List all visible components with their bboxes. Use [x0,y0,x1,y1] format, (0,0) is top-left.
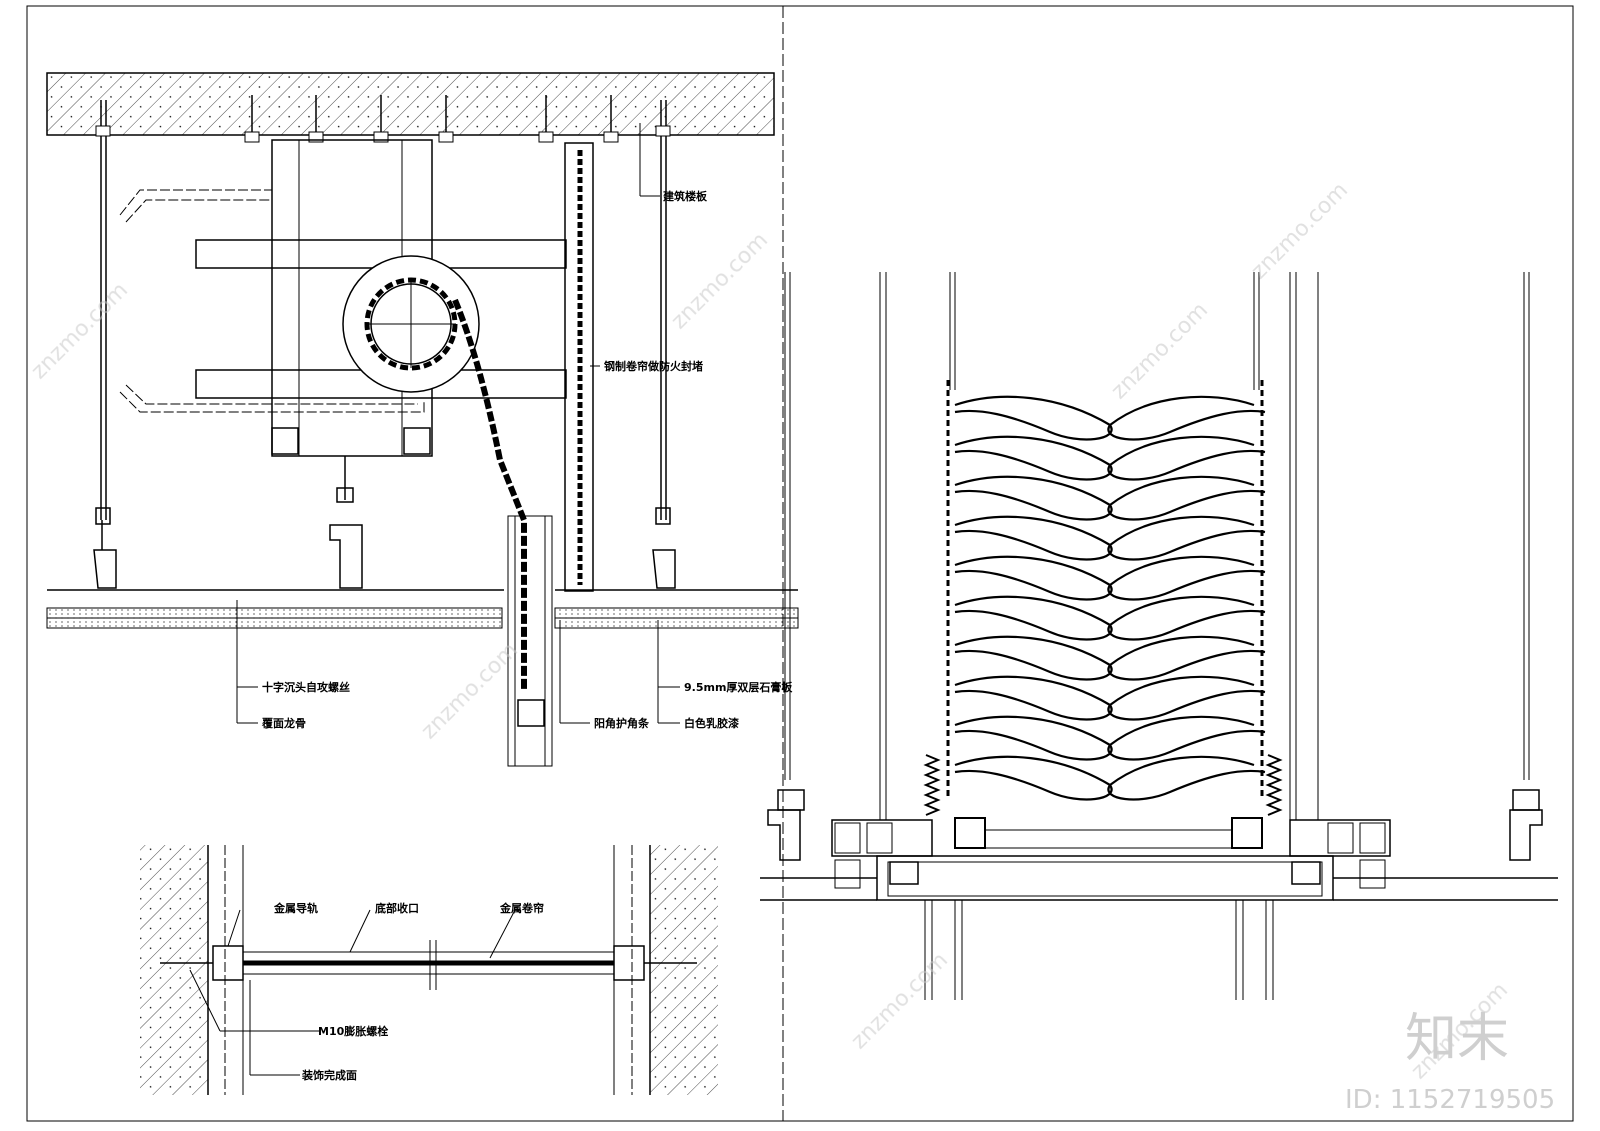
hanger-bracket [329,524,363,589]
label-shutter-fire-seal: 钢制卷帘做防火封堵 [604,359,703,373]
floor-slab [46,72,775,136]
label-latex-paint: 白色乳胶漆 [684,716,739,730]
top-section-drawing: 建筑楼板 钢制卷帘做防火封堵 十字沉头自攻螺丝 覆面龙骨 9.5mm厚双层石膏板… [46,72,799,767]
watermark-site-2: znzmo.com [667,228,773,334]
drawing-frame [26,5,1574,1122]
watermark-site-7: znzmo.com [847,948,953,1054]
guide-plate [564,142,594,592]
watermark-site-1: znzmo.com [27,278,133,384]
wall-left [140,845,208,1095]
shutter-pocket [507,515,553,767]
spring-left [923,754,941,816]
label-bottom-trim: 底部收口 [375,901,419,915]
label-floor-slab: 建筑楼板 [663,189,708,203]
label-anchor-bolt: M10膨胀螺栓 [318,1024,388,1038]
shutter-curtain [452,298,527,690]
bottom-plan-drawing: 金属导轨 底部收口 金属卷帘 M10膨胀螺栓 装饰完成面 [140,845,718,1095]
watermark-id: ID: 1152719505 [1345,1085,1555,1115]
label-gypsum-board: 9.5mm厚双层石膏板 [684,680,793,694]
bottom-bar [876,855,1334,901]
label-metal-rail: 金属导轨 [273,901,318,915]
anchor-bolts [100,95,667,520]
metal-rail-right [613,945,645,981]
leader-lines [236,123,680,724]
spring-right [1265,754,1283,816]
metal-rail-left [212,945,244,981]
watermark-logo: 知末 [1405,1009,1509,1069]
watermark-site-5: znzmo.com [417,638,523,744]
watermark-site-4: znzmo.com [1247,178,1353,284]
shutter-slats [954,395,1266,801]
label-finish-surface: 装饰完成面 [301,1068,357,1082]
label-corner-bead: 阳角护角条 [594,716,650,730]
label-countersunk-screw: 十字沉头自攻螺丝 [262,680,350,694]
right-section-drawing [760,272,1558,1000]
bolt-nuts [95,125,671,143]
label-metal-shutter: 金属卷帘 [499,901,544,915]
wall-right [650,845,718,1095]
watermark-site-3: znzmo.com [1107,298,1213,404]
label-cover-keel: 覆面龙骨 [262,716,306,730]
